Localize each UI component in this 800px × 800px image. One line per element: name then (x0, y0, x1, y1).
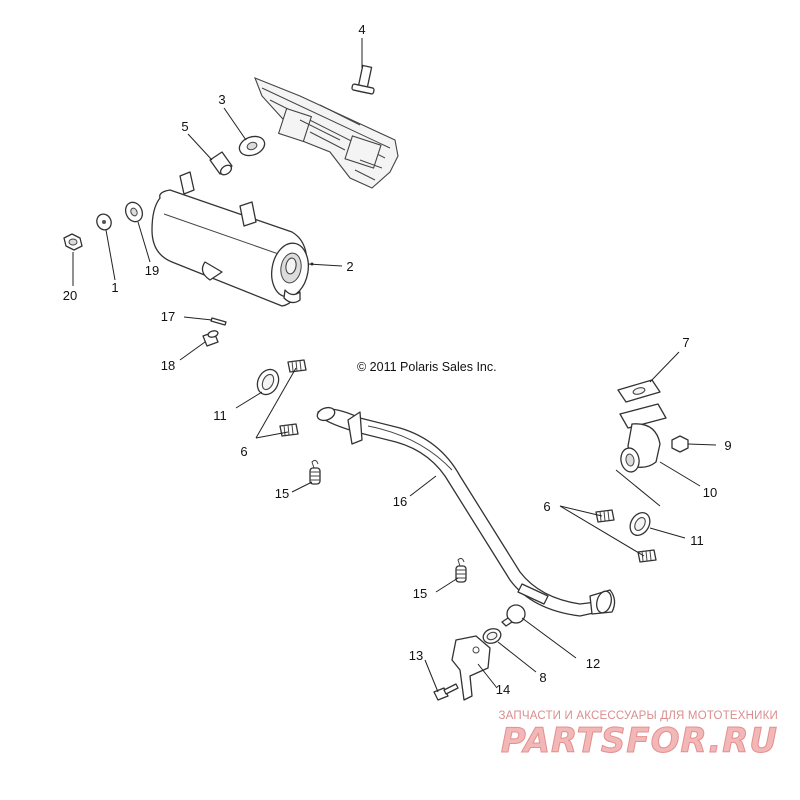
nut-part-9 (671, 435, 689, 453)
gasket-part-11-upper (256, 368, 280, 396)
washer-part-1 (96, 213, 112, 231)
copyright-notice: © 2011 Polaris Sales Inc. (357, 360, 497, 374)
frame-section (254, 77, 399, 189)
gasket-part-8 (482, 628, 502, 644)
gasket-part-7 (617, 379, 661, 403)
callout-labels: 4 3 5 2 19 1 20 17 18 11 6 15 16 7 9 10 … (63, 22, 732, 697)
callout-12: 12 (586, 656, 600, 671)
spring-part-15-lower (455, 557, 467, 583)
spring-part-6-lower-b (637, 549, 657, 563)
callout-6-lower: 6 (543, 499, 550, 514)
callout-6-upper: 6 (240, 444, 247, 459)
callout-11-upper: 11 (213, 408, 227, 423)
callout-16: 16 (393, 494, 407, 509)
bushing-part-5 (209, 151, 233, 176)
callout-14: 14 (496, 682, 510, 697)
gasket-part-11-lower (629, 512, 651, 536)
spring-part-6-lower-a (595, 509, 615, 523)
bolt-part-4 (351, 64, 375, 95)
callout-18: 18 (161, 358, 175, 373)
callout-3: 3 (218, 92, 225, 107)
watermark-brand: PARTSFOR.RU (501, 721, 778, 761)
pin-part-17 (210, 317, 227, 326)
callout-7: 7 (682, 335, 689, 350)
spring-part-6-upper-b (279, 423, 299, 437)
sensor-part-12 (501, 604, 526, 627)
exhaust-pipe-part-16 (316, 406, 616, 617)
muffler-part-2 (151, 171, 314, 307)
callout-11-lower: 11 (690, 533, 704, 548)
callout-10: 10 (703, 485, 717, 500)
callout-8: 8 (539, 670, 546, 685)
callout-19: 19 (145, 263, 159, 278)
grommet-part-3 (238, 135, 266, 157)
spring-part-15-upper (309, 459, 321, 485)
callout-13: 13 (409, 648, 423, 663)
elbow-flange-part-10 (619, 403, 667, 473)
callout-17: 17 (161, 309, 175, 324)
spring-part-6-upper-a (287, 359, 307, 373)
callout-1: 1 (111, 280, 118, 295)
nut-part-20 (63, 233, 83, 251)
watermark: ЗАПЧАСТИ И АКСЕССУАРЫ ДЛЯ МОТОТЕХНИКИ PA… (498, 710, 778, 762)
callout-20: 20 (63, 288, 77, 303)
callout-2: 2 (346, 259, 353, 274)
watermark-tagline: ЗАПЧАСТИ И АКСЕССУАРЫ ДЛЯ МОТОТЕХНИКИ (498, 710, 778, 722)
fastener-part-18 (202, 330, 219, 347)
bracket-part-14 (451, 635, 491, 701)
callout-15-upper: 15 (275, 486, 289, 501)
callout-4: 4 (358, 22, 365, 37)
leader-lines (72, 38, 717, 693)
callout-9: 9 (724, 438, 731, 453)
callout-15-lower: 15 (413, 586, 427, 601)
callout-5: 5 (181, 119, 188, 134)
washer-part-19 (124, 201, 144, 223)
